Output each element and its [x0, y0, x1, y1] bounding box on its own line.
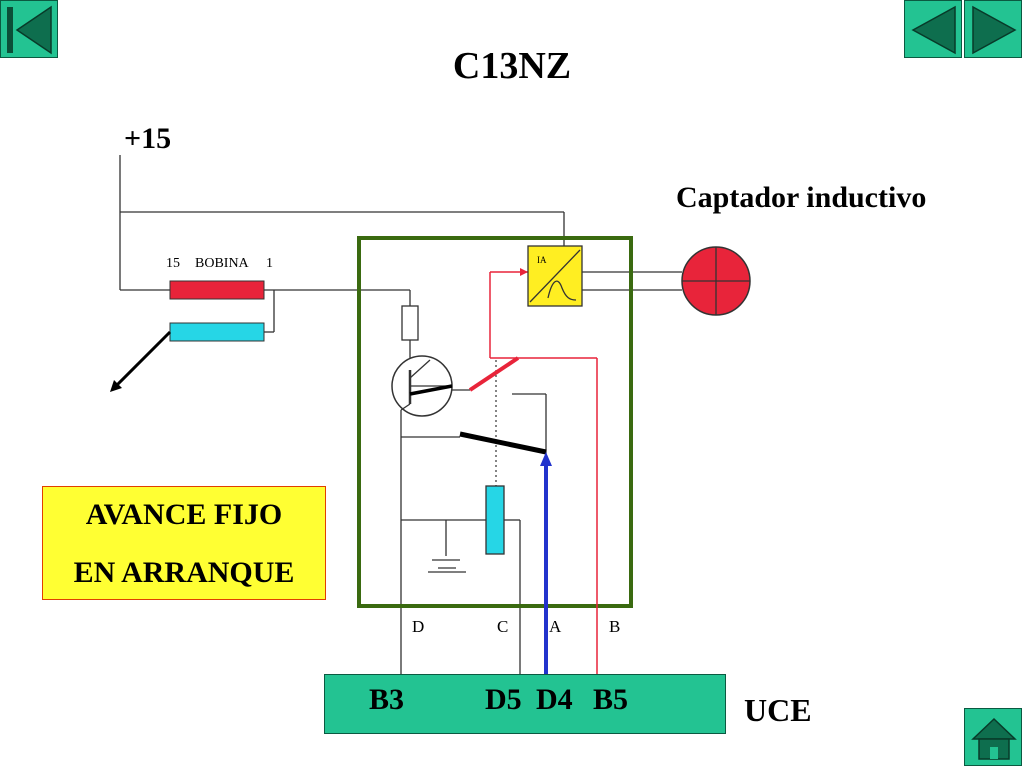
first-icon: [7, 5, 52, 55]
note-line-1: AVANCE FIJO: [85, 498, 283, 531]
supply-plus15-label: +15: [124, 122, 172, 155]
next-icon: [972, 5, 1017, 55]
prev-icon: [911, 5, 956, 55]
uce-pin-b5: B5: [593, 683, 629, 716]
coil-name-label: BOBINA: [195, 256, 249, 271]
first-slide-button[interactable]: [0, 0, 58, 58]
pickup-label: Captador inductivo: [676, 181, 927, 214]
ia-label: IA: [537, 255, 547, 265]
uce-connector-box: B3 D5 D4 B5: [324, 674, 726, 734]
coil-terminal-15-label: 15: [166, 256, 180, 271]
pin-b-label: B: [609, 617, 621, 636]
note-box: AVANCE FIJO EN ARRANQUE: [42, 486, 326, 600]
uce-pin-b3: B3: [369, 683, 405, 716]
uce-pin-d4: D4: [536, 683, 573, 716]
pin-d-label: D: [412, 617, 425, 636]
pin-c-label: C: [497, 617, 509, 636]
page-title: C13NZ: [452, 45, 572, 87]
prev-slide-button[interactable]: [904, 0, 962, 58]
home-button[interactable]: [964, 708, 1022, 766]
uce-label: UCE: [744, 692, 812, 728]
coil-terminal-1-label: 1: [266, 256, 273, 271]
note-line-2: EN ARRANQUE: [73, 556, 295, 589]
pin-a-label: A: [549, 617, 562, 636]
uce-pin-d5: D5: [485, 683, 522, 716]
next-slide-button[interactable]: [964, 0, 1022, 58]
home-icon: [971, 717, 1017, 760]
